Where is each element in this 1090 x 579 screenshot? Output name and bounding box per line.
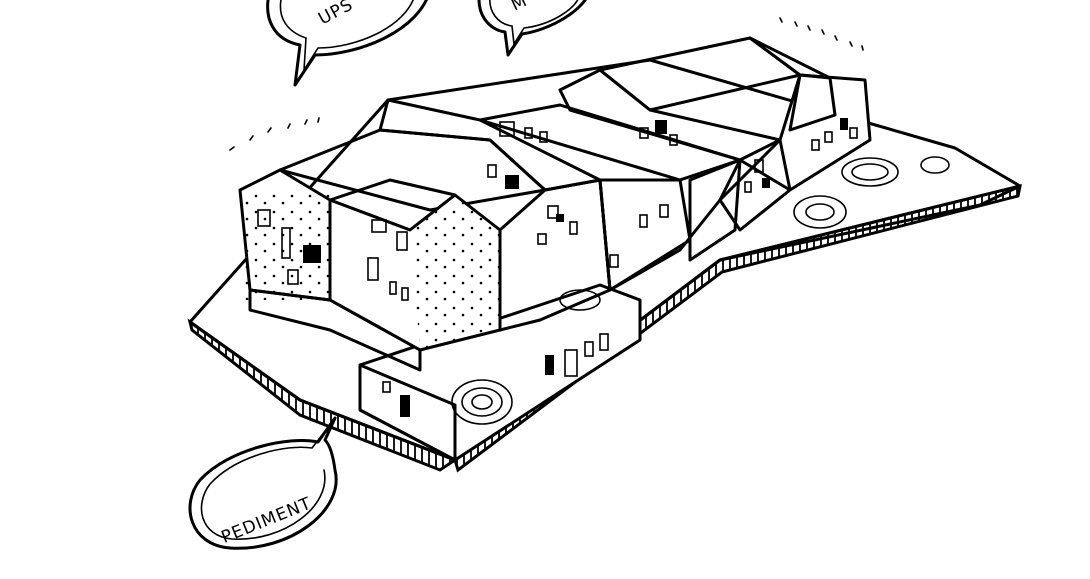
- speech-bubble-pediment: PEDIMENT: [190, 418, 336, 548]
- speech-bubble-upper-left: UPS: [268, 0, 430, 85]
- speech-bubble-upper-middle: M: [479, 0, 590, 55]
